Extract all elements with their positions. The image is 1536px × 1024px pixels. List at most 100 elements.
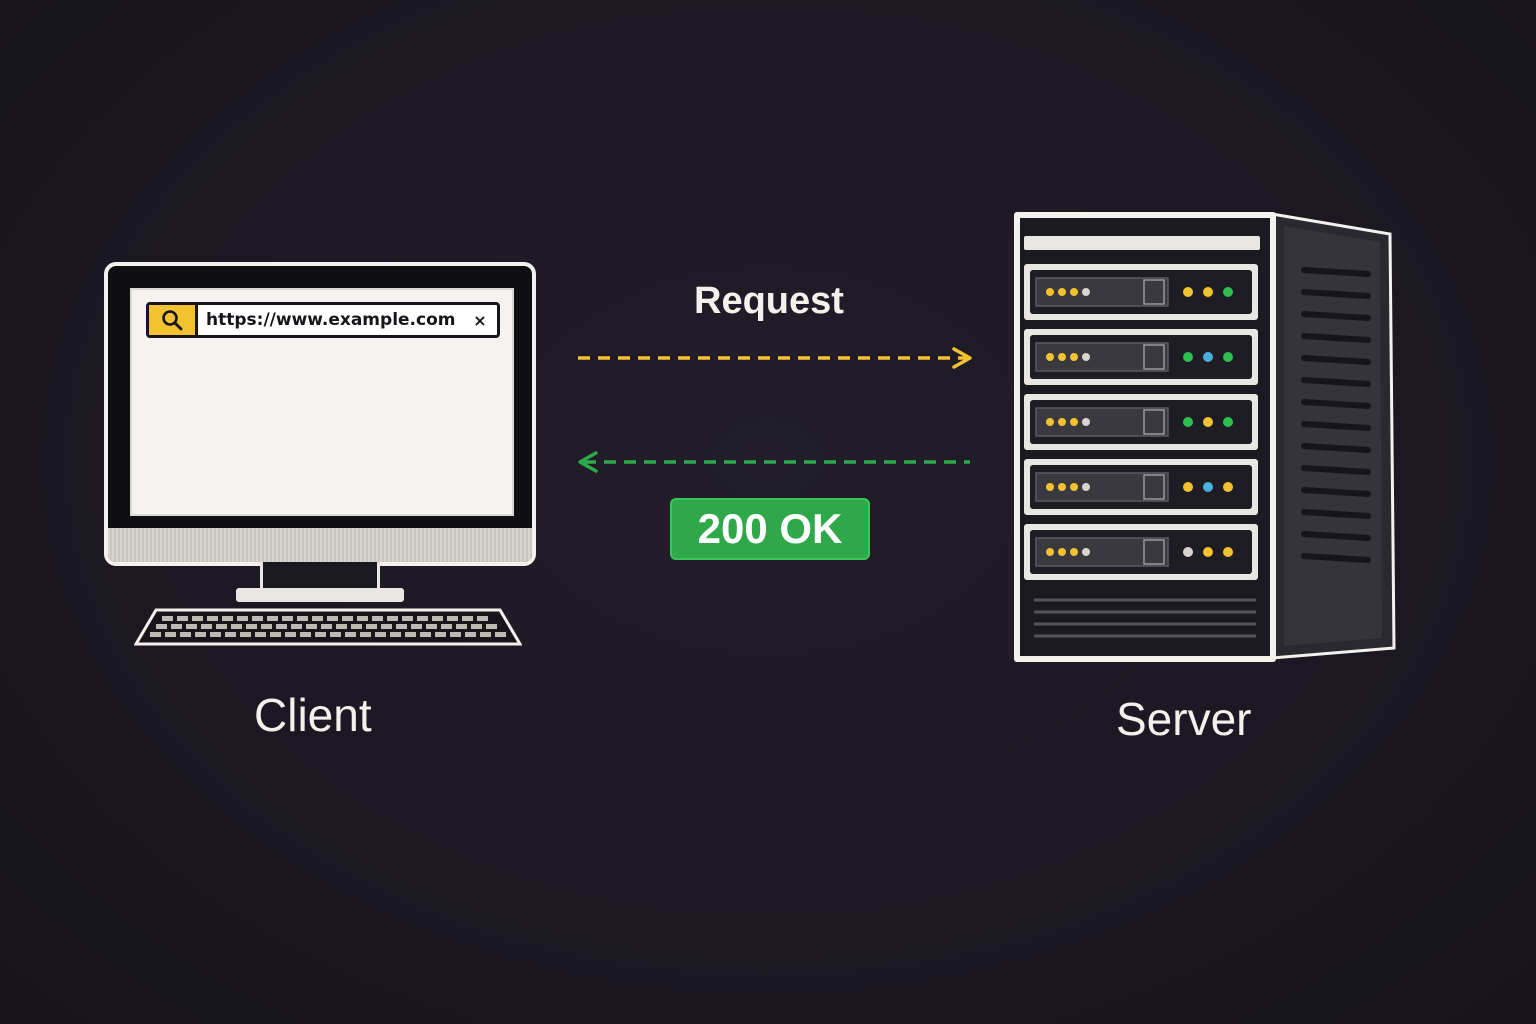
keyboard-key (210, 632, 221, 637)
keyboard-key (207, 616, 218, 621)
server-label: Server (1116, 693, 1252, 745)
keyboard-key (387, 616, 398, 621)
keyboard-key (381, 624, 392, 629)
keyboard-key (297, 616, 308, 621)
keyboard-key (342, 616, 353, 621)
keyboard-key (441, 624, 452, 629)
keyboard-key (375, 632, 386, 637)
keyboard-key (447, 616, 458, 621)
keyboard-key (480, 632, 491, 637)
drive-led (1058, 483, 1066, 491)
keyboard-key (282, 616, 293, 621)
monitor-stand-base (236, 588, 404, 602)
status-led (1203, 417, 1213, 427)
drive-led (1058, 288, 1066, 296)
url-text[interactable]: https://www.example.com (206, 310, 456, 330)
drive-led (1058, 548, 1066, 556)
keyboard-key (477, 616, 488, 621)
keyboard-key (330, 632, 341, 637)
drive-led (1082, 483, 1090, 491)
rack-unit (1024, 459, 1258, 515)
keyboard-key (201, 624, 212, 629)
vent-slot (1301, 443, 1371, 453)
status-led (1183, 352, 1193, 362)
keyboard-key (237, 616, 248, 621)
status-led (1203, 547, 1213, 557)
status-led (1203, 482, 1213, 492)
keyboard-key (180, 632, 191, 637)
vent-slot (1301, 377, 1371, 387)
keyboard-key (471, 624, 482, 629)
keyboard-key (195, 632, 206, 637)
keyboard-key (246, 624, 257, 629)
keyboard-key (192, 616, 203, 621)
drive-led (1082, 418, 1090, 426)
drive-led (1046, 418, 1054, 426)
vent-slot (1301, 399, 1371, 409)
keyboard-key (450, 632, 461, 637)
keyboard-key (357, 616, 368, 621)
keyboard-key (417, 616, 428, 621)
keyboard-key (315, 632, 326, 637)
keyboard-key (345, 632, 356, 637)
rack-unit (1024, 524, 1258, 580)
keyboard-key (426, 624, 437, 629)
status-led (1183, 417, 1193, 427)
keyboard-key (225, 632, 236, 637)
keyboard-key (306, 624, 317, 629)
keyboard-key (411, 624, 422, 629)
drive-led (1082, 288, 1090, 296)
vent-slot (1301, 531, 1371, 541)
search-icon[interactable] (149, 305, 198, 335)
keyboard-key (150, 632, 161, 637)
keyboard-key (360, 632, 371, 637)
status-led (1223, 417, 1233, 427)
keyboard-key (216, 624, 227, 629)
drive-led (1070, 548, 1078, 556)
monitor-chin (108, 528, 532, 562)
keyboard-key (486, 624, 497, 629)
server-rack (1014, 212, 1396, 662)
keyboard-key (405, 632, 416, 637)
keyboard (134, 608, 522, 646)
keyboard-key (177, 616, 188, 621)
drive-led (1070, 288, 1078, 296)
status-led (1183, 547, 1193, 557)
keyboard-key (165, 632, 176, 637)
vent-slot (1301, 333, 1371, 343)
address-bar[interactable]: https://www.example.com × (146, 302, 500, 338)
drive-led (1070, 483, 1078, 491)
keyboard-key (432, 616, 443, 621)
keyboard-key (351, 624, 362, 629)
vent-slot (1301, 465, 1371, 475)
keyboard-key (456, 624, 467, 629)
vent-slot (1301, 421, 1371, 431)
keyboard-key (285, 632, 296, 637)
vent-slot (1301, 355, 1371, 365)
drive-led (1046, 288, 1054, 296)
status-led (1203, 287, 1213, 297)
keyboard-key (312, 616, 323, 621)
drive-led (1058, 353, 1066, 361)
status-led (1223, 352, 1233, 362)
vent-slot (1301, 311, 1371, 321)
keyboard-key (366, 624, 377, 629)
keyboard-key (462, 616, 473, 621)
keyboard-key (267, 616, 278, 621)
keyboard-key (252, 616, 263, 621)
keyboard-key (300, 632, 311, 637)
keyboard-key (465, 632, 476, 637)
status-led (1223, 482, 1233, 492)
status-led (1223, 287, 1233, 297)
keyboard-key (321, 624, 332, 629)
keyboard-key (372, 616, 383, 621)
close-icon[interactable]: × (473, 310, 487, 330)
keyboard-key (171, 624, 182, 629)
keyboard-key (336, 624, 347, 629)
keyboard-key (261, 624, 272, 629)
keyboard-key (240, 632, 251, 637)
keyboard-key (276, 624, 287, 629)
keyboard-key (402, 616, 413, 621)
drive-led (1046, 483, 1054, 491)
